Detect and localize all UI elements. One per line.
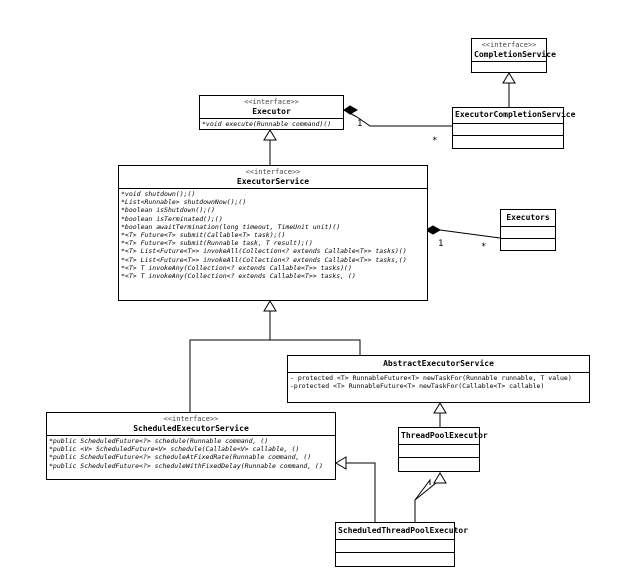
method-row: -protected <T> RunnableFuture<T> newTask… xyxy=(290,382,545,391)
class-executor-completion-service[interactable]: ExecutorCompletionService xyxy=(452,107,576,149)
stereotype-label: <<interface>> xyxy=(163,415,219,423)
stpe-to-ses-arrowhead xyxy=(335,456,347,470)
executor-header: <<interface>> Executor xyxy=(200,96,343,118)
class-name: ScheduledExecutorService xyxy=(133,424,249,433)
class-name: Executor xyxy=(252,107,291,116)
ecs-to-cs-arrowhead xyxy=(502,72,516,84)
method-row: *public ScheduledFuture<?> schedule(Runn… xyxy=(49,437,269,445)
class-attributes xyxy=(453,123,563,135)
class-operations xyxy=(336,552,454,565)
executor-diamond xyxy=(343,105,359,115)
class-operations xyxy=(453,135,563,147)
class-completion-service[interactable]: <<interface>> CompletionService xyxy=(471,38,556,73)
class-name: ThreadPoolExecutor xyxy=(401,431,488,440)
completion-service-header: <<interface>> CompletionService xyxy=(472,39,556,61)
class-thread-pool-executor[interactable]: ThreadPoolExecutor xyxy=(398,427,488,472)
executor-methods: *void execute(Runnable command)() xyxy=(200,118,343,129)
method-row: *public ScheduledFuture<?> scheduleWithF… xyxy=(49,461,323,470)
executor-service-methods: *void shutdown();() *List<Runnable> shut… xyxy=(119,188,427,281)
aes-to-es-line xyxy=(270,339,361,355)
class-scheduled-executor-service[interactable]: <<interface>> ScheduledExecutorService *… xyxy=(46,412,336,480)
class-name: Executors xyxy=(506,213,550,222)
multiplicity-executors-end: * xyxy=(481,242,487,252)
ses-header: <<interface>> ScheduledExecutorService xyxy=(47,413,335,435)
class-executor-service[interactable]: <<interface>> ExecutorService *void shut… xyxy=(118,165,428,301)
method-row: *<T> T invokeAny(Collection<? extends Ca… xyxy=(121,263,352,272)
method-row: *boolean isTerminated();() xyxy=(121,214,223,223)
es-to-executor-arrowhead xyxy=(263,129,277,141)
stereotype-label: <<interface>> xyxy=(244,98,299,106)
class-name: ExecutorCompletionService xyxy=(455,110,576,119)
method-row: *<T> T invokeAny(Collection<? extends Ca… xyxy=(121,272,356,281)
method-row: *List<Runnable> shutdownNow();() xyxy=(121,198,247,207)
class-name: AbstractExecutorService xyxy=(383,359,494,368)
class-attributes xyxy=(336,539,454,552)
stpe-to-tpe-line xyxy=(414,478,431,522)
multiplicity-completion-end: * xyxy=(432,136,438,146)
stpe-to-ses-line xyxy=(346,462,376,522)
method-row: *<T> List<Future<T>> invokeAll(Collectio… xyxy=(121,255,407,264)
method-row: *void shutdown();() xyxy=(121,190,196,198)
class-attributes xyxy=(501,226,555,238)
class-attributes xyxy=(399,444,479,457)
class-scheduled-thread-pool-executor[interactable]: ScheduledThreadPoolExecutor xyxy=(335,522,469,567)
class-operations xyxy=(501,238,555,250)
class-executor[interactable]: <<interface>> Executor *void execute(Run… xyxy=(199,95,344,130)
tpe-header: ThreadPoolExecutor xyxy=(399,428,488,444)
stpe-to-tpe-arrowhead xyxy=(433,472,447,484)
class-operations xyxy=(399,457,479,470)
method-row: *void execute(Runnable command)() xyxy=(202,120,332,128)
executors-header: Executors xyxy=(501,210,555,226)
ses-to-es-line xyxy=(189,311,271,412)
class-name: ScheduledThreadPoolExecutor xyxy=(338,526,469,535)
executor-diamond-link xyxy=(343,109,358,118)
stereotype-label: <<interface>> xyxy=(481,41,537,49)
class-name: ExecutorService xyxy=(236,177,310,186)
aes-methods: - protected <T> RunnableFuture<T> newTas… xyxy=(288,372,589,391)
es-executors-line xyxy=(439,229,501,239)
method-row: *<T> List<Future<T>> invokeAll(Collectio… xyxy=(121,247,407,256)
method-row: *public <V> ScheduledFuture<V> schedule(… xyxy=(49,445,300,454)
method-row: *<T> Future<T> submit(Runnable task, T r… xyxy=(121,239,313,248)
ecs-header: ExecutorCompletionService xyxy=(453,108,576,123)
aes-header: AbstractExecutorService xyxy=(288,356,589,372)
executor-ecs-line xyxy=(356,116,452,127)
class-executors[interactable]: Executors xyxy=(500,209,556,251)
method-row: - protected <T> RunnableFuture<T> newTas… xyxy=(290,374,572,382)
stpe-header: ScheduledThreadPoolExecutor xyxy=(336,523,469,539)
tpe-to-aes-arrowhead xyxy=(433,402,447,414)
method-row: *<T> Future<T> submit(Callable<T> task);… xyxy=(121,231,286,240)
es-diamond xyxy=(424,225,442,235)
ses-methods: *public ScheduledFuture<?> schedule(Runn… xyxy=(47,435,335,471)
to-es-arrowhead xyxy=(263,300,277,312)
multiplicity-executor-end: 1 xyxy=(357,119,363,129)
class-abstract-executor-service[interactable]: AbstractExecutorService - protected <T> … xyxy=(287,355,590,403)
multiplicity-executor-service-end: 1 xyxy=(438,239,444,249)
class-body xyxy=(472,61,546,72)
method-row: *boolean awaitTermination(long timeout, … xyxy=(121,222,341,231)
method-row: *boolean isShutdown();() xyxy=(121,206,215,215)
stereotype-label: <<interface>> xyxy=(245,168,301,176)
method-row: *public ScheduledFuture<?> scheduleAtFix… xyxy=(49,453,312,462)
class-name: CompletionService xyxy=(474,50,556,59)
executor-service-header: <<interface>> ExecutorService xyxy=(119,166,427,188)
